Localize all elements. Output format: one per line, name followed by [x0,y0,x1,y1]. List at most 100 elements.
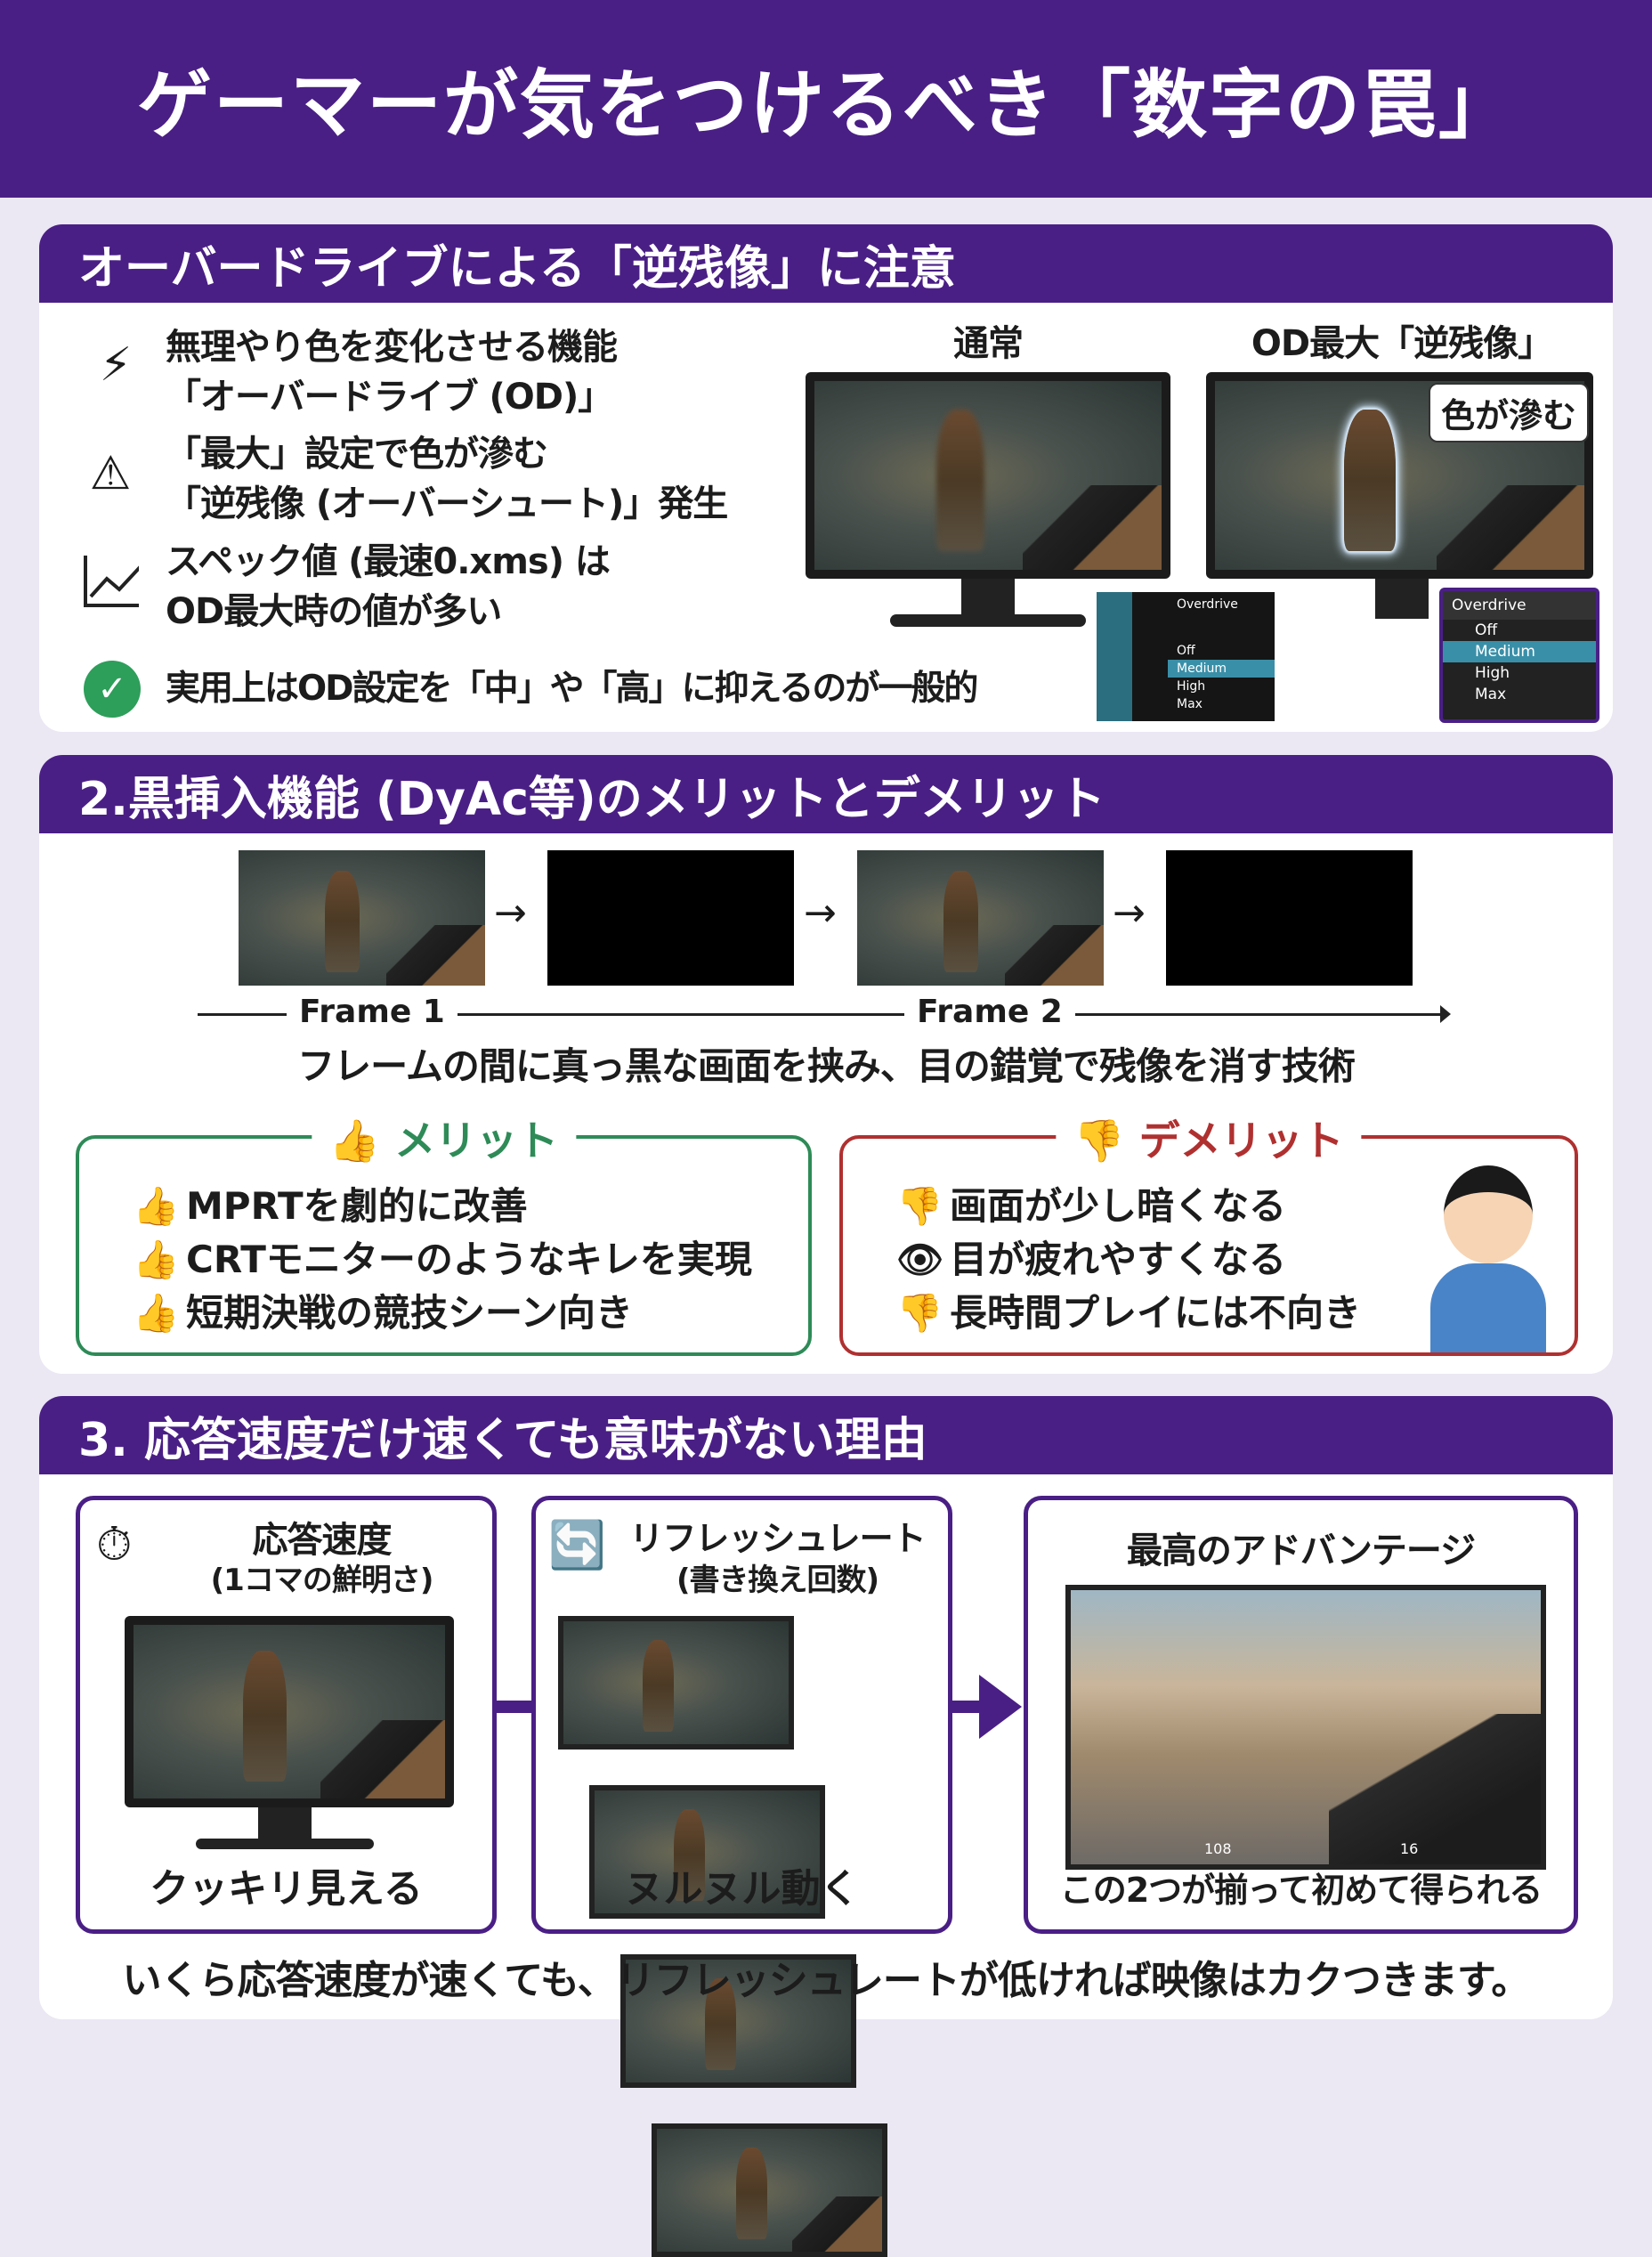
game-scene [814,381,1162,570]
monitor [125,1616,454,1807]
monitor-stand [258,1807,312,1843]
panel-response-time: ⏱ 応答速度 (1コマの鮮明さ) クッキリ見える [76,1496,497,1934]
fps-game-screenshot: 108 16 [1065,1585,1546,1870]
eye-icon: 👁 [896,1238,944,1281]
timeline-line [198,1013,1444,1016]
demerit-title-text: デメリット [1138,1116,1344,1165]
item-text: 「オーバードライブ (OD)」 [166,377,613,418]
arrow-right-icon [979,1675,1022,1739]
panel-footer: この2つが揃って初めて得られる [1059,1871,1543,1910]
item-text: スペック値 (最速0.xms) は [166,541,611,582]
panel-advantage: 最高のアドバンテージ 108 16 この2つが揃って初めて得られる [1024,1496,1578,1934]
arrow-icon: → [804,890,837,936]
connector [497,1701,531,1713]
check-circle-icon: ✓ [84,661,141,718]
item-text: 無理やり色を変化させる機能 [166,327,618,368]
od-item-2: 「最大」設定で色が滲む「逆残像 (オーバーシュート)」発生 [166,429,728,529]
merit-text: 短期決戦の競技シーン向き [186,1291,633,1335]
warning-icon: ⚠ [89,447,132,500]
frame-image [239,850,485,986]
frame-image [857,850,1104,986]
menu-option-high[interactable]: High [1177,679,1206,694]
menu-option-medium[interactable]: Medium [1443,641,1596,662]
lightning-icon: ⚡ [99,338,133,392]
section-heading: 3. 応答速度だけ速くても意味がない理由 [39,1396,1613,1474]
menu-option-off[interactable]: Off [1177,644,1195,658]
game-scene [134,1625,445,1798]
od-max-label: OD最大「逆残像」 [1251,323,1553,364]
demerit-box: 👎 デメリット 👎画面が少し暗くなる 👁目が疲れやすくなる 👎長時間プレイには不… [839,1108,1578,1356]
merit-title-text: メリット [394,1116,559,1165]
monitor-stand [1375,579,1429,619]
thumbs-up-icon: 👍 [133,1291,180,1335]
frame1-label: Frame 1 [287,993,458,1032]
item-text: OD最大時の値が多い [166,591,502,632]
menu-title: Overdrive [1443,591,1596,620]
page-header: ゲーマーが気をつけるべき「数字の罠」 [0,0,1652,198]
thumbs-up-icon: 👍 [133,1184,180,1228]
od-item-3: スペック値 (最速0.xms) は OD最大時の値が多い [166,537,611,637]
panel-subtitle: (1コマの鮮明さ) [210,1563,434,1598]
panel-refresh-rate: 🔄 リフレッシュレート (書き換え回数) ヌルヌル動く [531,1496,952,2257]
panel-title: 応答速度 [252,1520,393,1561]
hud-health: 108 [1204,1840,1232,1857]
osd-menu-small: Overdrive Off Medium High Max [1097,592,1275,721]
merit-item: 👍短期決戦の競技シーン向き [133,1283,633,1337]
normal-label: 通常 [953,323,1024,364]
menu-title: Overdrive [1177,597,1238,612]
tired-person-illustration [1430,1165,1546,1352]
conclusion-text: いくら応答速度が速くても、リフレッシュレートが低ければ映像はカクつきます。 [122,1958,1531,2003]
monitor-normal [806,372,1170,579]
page-title: ゲーマーが気をつけるべき「数字の罠」 [136,61,1515,149]
menu-option-high[interactable]: High [1475,664,1510,682]
merit-item: 👍CRTモニターのようなキレを実現 [133,1230,752,1284]
frame2-label: Frame 2 [904,993,1075,1032]
demerit-title: 👎 デメリット [1056,1108,1362,1167]
hud-ammo: 16 [1400,1840,1419,1857]
merit-box: 👍 メリット 👍MPRTを劇的に改善 👍CRTモニターのようなキレを実現 👍短期… [76,1108,812,1356]
od-item-4: 実用上はOD設定を「中」や「高」に抑えるのが一般的 [166,669,978,709]
stopwatch-icon: ⏱ [96,1518,133,1571]
menu-option-max[interactable]: Max [1177,697,1203,711]
chart-trend-icon [82,552,139,609]
timeline-arrowhead [1440,1005,1451,1023]
arrow-icon: → [1113,890,1146,936]
arrow-icon: → [494,890,527,936]
weapon [1329,1713,1541,1864]
demerit-text: 目が疲れやすくなる [950,1238,1287,1281]
od-item-1: 無理やり色を変化させる機能「オーバードライブ (OD)」 [166,322,618,422]
thumbs-down-icon: 👎 [1073,1116,1139,1165]
merit-text: MPRTを劇的に改善 [186,1184,528,1228]
item-text: 「逆残像 (オーバーシュート)」発生 [166,483,728,524]
stacked-frame [652,2123,887,2257]
thumbs-up-icon: 👍 [133,1238,180,1281]
merit-title: 👍 メリット [311,1108,577,1167]
black-frame [1166,850,1413,986]
refresh-icon: 🔄 [548,1519,606,1572]
thumbs-down-icon: 👎 [896,1291,943,1335]
section-heading: オーバードライブによる「逆残像」に注意 [39,224,1613,303]
monitor-base [890,614,1086,627]
panel-title: 最高のアドバンテージ [1126,1530,1476,1571]
demerit-text: 画面が少し暗くなる [950,1184,1287,1228]
game-scene [1215,381,1584,570]
thumbs-down-icon: 👎 [896,1184,943,1228]
menu-option-max[interactable]: Max [1475,686,1507,703]
demerit-text: 長時間プレイには不向き [950,1291,1362,1335]
menu-option-off[interactable]: Off [1475,621,1498,639]
color-bleed-badge: 色が滲む [1429,383,1590,442]
black-insertion-caption: フレームの間に真っ黒な画面を挟み、目の錯覚で残像を消す技術 [297,1044,1356,1088]
section-heading: 2.黒挿入機能 (DyAc等)のメリットとデメリット [39,755,1613,833]
monitor-base [196,1839,374,1849]
panel-footer: ヌルヌル動く [624,1866,860,1912]
merit-text: CRTモニターのようなキレを実現 [186,1238,752,1281]
panel-footer: クッキリ見える [150,1866,423,1912]
osd-menu-zoomed: Overdrive Off Medium High Max [1439,588,1599,723]
monitor-stand [961,579,1015,619]
stacked-frame [589,1785,825,1919]
panel-subtitle: (書き換え回数) [676,1563,879,1598]
menu-option-medium[interactable]: Medium [1168,660,1275,678]
panel-title: リフレッシュレート [629,1519,926,1558]
stacked-frame [558,1616,794,1750]
black-frame [547,850,794,986]
